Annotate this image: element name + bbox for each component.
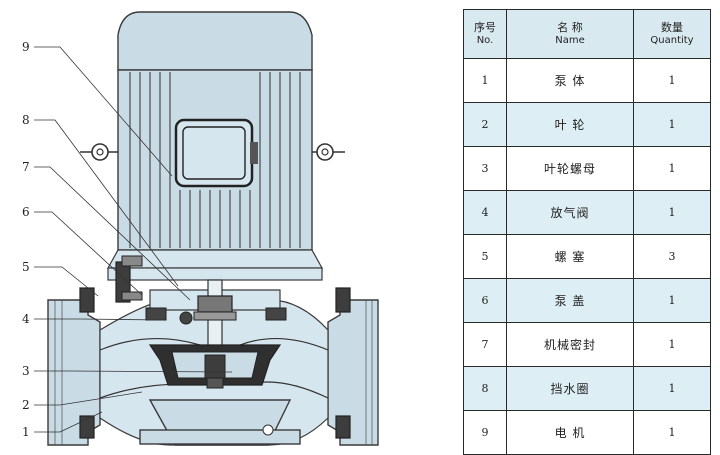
motor [80, 11, 345, 251]
row-number: 7 [463, 322, 507, 367]
header-quantity-en: Quantity [650, 34, 694, 46]
row-quantity: 1 [633, 410, 711, 455]
row-quantity: 1 [633, 102, 711, 147]
table-row: 1 泵 体 1 [463, 58, 711, 103]
callout-6: 6 [22, 205, 30, 219]
header-name-en: Name [555, 34, 585, 46]
row-part-name: 挡水圈 [506, 366, 634, 411]
callout-7: 7 [22, 160, 30, 174]
row-quantity: 1 [633, 190, 711, 235]
row-quantity: 1 [633, 146, 711, 191]
row-part-name: 泵 体 [506, 58, 634, 103]
row-number: 2 [463, 102, 507, 147]
terminal-box [174, 118, 254, 188]
mechanical-seal [197, 295, 233, 313]
pump-internals [145, 279, 287, 389]
row-part-name: 机械密封 [506, 322, 634, 367]
header-quantity-zh: 数量 [661, 20, 683, 34]
table-row: 8 挡水圈 1 [463, 366, 711, 411]
table-row: 5 螺 塞 3 [463, 234, 711, 279]
header-number: 序号 No. [463, 9, 507, 59]
callout-3: 3 [22, 364, 30, 378]
row-quantity: 1 [633, 278, 711, 323]
motor-cooling-fins [129, 72, 301, 248]
table-row: 4 放气阀 1 [463, 190, 711, 235]
callout-2: 2 [22, 398, 30, 412]
header-name: 名 称 Name [506, 9, 634, 59]
callout-8: 8 [22, 113, 30, 127]
row-quantity: 1 [633, 58, 711, 103]
row-number: 3 [463, 146, 507, 191]
row-number: 1 [463, 58, 507, 103]
row-number: 5 [463, 234, 507, 279]
leader-lines [34, 46, 233, 433]
callout-1: 1 [22, 425, 30, 439]
row-number: 8 [463, 366, 507, 411]
row-number: 4 [463, 190, 507, 235]
row-quantity: 1 [633, 366, 711, 411]
header-number-en: No. [476, 34, 494, 46]
table-row: 6 泵 盖 1 [463, 278, 711, 323]
pump-cross-section-drawing: 9 8 7 6 5 4 3 2 1 [22, 11, 379, 446]
header-quantity: 数量 Quantity [633, 9, 711, 59]
callout-9: 9 [22, 40, 30, 54]
row-part-name: 叶轮螺母 [506, 146, 634, 191]
row-part-name: 电 机 [506, 410, 634, 455]
row-number: 6 [463, 278, 507, 323]
table-row: 9 电 机 1 [463, 410, 711, 455]
parts-list-table: 序号 No. 名 称 Name 数量 Quantity 1 泵 体 1 2 叶 … [463, 9, 711, 455]
row-quantity: 1 [633, 322, 711, 367]
callout-5: 5 [22, 260, 30, 274]
row-number: 9 [463, 410, 507, 455]
row-part-name: 泵 盖 [506, 278, 634, 323]
table-row: 7 机械密封 1 [463, 322, 711, 367]
table-row: 2 叶 轮 1 [463, 102, 711, 147]
header-number-zh: 序号 [474, 20, 496, 34]
lifting-eye-left [80, 143, 118, 161]
table-header-row: 序号 No. 名 称 Name 数量 Quantity [463, 9, 711, 59]
header-name-zh: 名 称 [557, 20, 583, 34]
row-part-name: 叶 轮 [506, 102, 634, 147]
row-part-name: 放气阀 [506, 190, 634, 235]
lifting-eye-right [312, 143, 345, 161]
callout-numbers: 9 8 7 6 5 4 3 2 1 [22, 40, 30, 439]
row-part-name: 螺 塞 [506, 234, 634, 279]
callout-4: 4 [22, 312, 30, 326]
table-row: 3 叶轮螺母 1 [463, 146, 711, 191]
row-quantity: 3 [633, 234, 711, 279]
